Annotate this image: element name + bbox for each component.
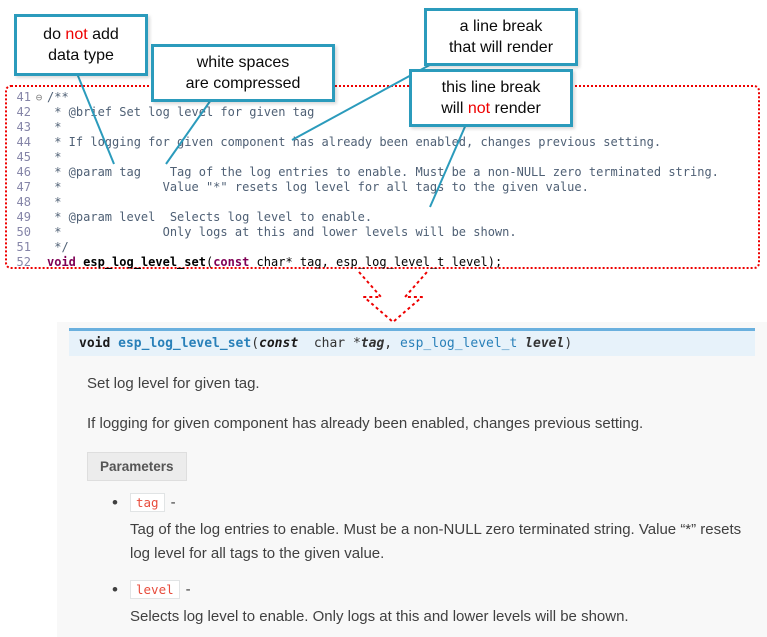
code-text: */ (47, 240, 69, 254)
code-text: * If logging for given component has alr… (47, 135, 662, 149)
callout-text: are compressed (185, 75, 301, 92)
param-dash: - (170, 494, 176, 511)
description-text: If logging for given component has alrea… (87, 414, 644, 432)
fold-gutter (31, 150, 47, 165)
fold-gutter (31, 105, 47, 120)
callout-no-datatype: do not add data type (14, 14, 148, 76)
fold-gutter (31, 195, 47, 210)
param-description: Tag of the log entries to enable. Must b… (130, 521, 742, 562)
line-number: 45 (16, 150, 31, 164)
code-line: 47 * Value "*" resets log level for all … (7, 180, 758, 195)
fold-gutter (31, 225, 47, 240)
fold-gutter (31, 120, 47, 135)
fold-gutter (31, 165, 47, 180)
parameters-label: Parameters (87, 452, 187, 481)
callout-text: white spaces (196, 53, 290, 71)
callout-text: do not add (43, 25, 119, 43)
line-number: 42 (16, 105, 31, 119)
code-line: 51 */ (7, 240, 758, 255)
fold-gutter (31, 210, 47, 225)
fold-gutter (31, 135, 47, 150)
code-lines: 41⊖/**42 * @brief Set log level for give… (7, 90, 758, 270)
line-number: 51 (16, 240, 31, 254)
line-number: 48 (16, 195, 31, 209)
line-number: 50 (16, 225, 31, 239)
code-line: 50 * Only logs at this and lower levels … (7, 225, 758, 240)
render-arrow-icon (358, 271, 428, 323)
code-text: * @brief Set log level for given tag (47, 105, 315, 119)
code-text: * (47, 195, 62, 209)
code-line: 45 * (7, 150, 758, 165)
callout-text: will not render (441, 100, 541, 117)
brief-text: Set log level for given tag. (87, 375, 260, 392)
code-text: /** (47, 90, 69, 104)
callout-linebreak-render: a line break that will render (424, 8, 578, 66)
code-line: 42 * @brief Set log level for given tag (7, 105, 758, 120)
source-code-editor: 41⊖/**42 * @brief Set log level for give… (5, 85, 760, 269)
fold-gutter (31, 255, 47, 270)
line-number: 46 (16, 165, 31, 179)
line-number: 44 (16, 135, 31, 149)
callout-text: that will render (448, 39, 554, 56)
param-name-chip: tag (130, 493, 165, 512)
callout-text: this line break (441, 78, 541, 96)
code-line: 43 * (7, 120, 758, 135)
code-line: 48 * (7, 195, 758, 210)
code-line: 46 * @param tag Tag of the log entries t… (7, 165, 758, 180)
code-text: * Only logs at this and lower levels wil… (47, 225, 517, 239)
rendered-docs-panel: void esp_log_level_set(const char *tag, … (57, 322, 767, 637)
line-number: 41 (16, 90, 31, 104)
param-item-level: level- Selects log level to enable. Only… (112, 580, 757, 629)
fold-collapse-icon[interactable]: ⊖ (35, 91, 43, 104)
code-text: * @param tag Tag of the log entries to e… (47, 165, 719, 179)
function-signature: void esp_log_level_set(const char *tag, … (69, 328, 755, 356)
param-name-chip: level (130, 580, 180, 599)
line-number: 52 (16, 255, 31, 269)
code-line: 41 ⊖ /** (7, 90, 758, 105)
code-line: 52 void esp_log_level_set(const char* tag… (7, 255, 758, 270)
fold-gutter (31, 240, 47, 255)
code-text: * (47, 150, 62, 164)
line-number: 49 (16, 210, 31, 224)
fold-gutter (31, 180, 47, 195)
param-item-tag: tag- Tag of the log entries to enable. M… (112, 493, 757, 566)
code-text: * Value "*" resets log level for all tag… (47, 180, 589, 194)
param-dash: - (185, 581, 191, 598)
line-number: 47 (16, 180, 31, 194)
callout-text: a line break (459, 17, 543, 35)
code-line: 49 * @param level Selects log level to e… (7, 210, 758, 225)
callout-whitespace: white spaces are compressed (151, 44, 335, 102)
line-number: 43 (16, 120, 31, 134)
code-text: void esp_log_level_set(const char* tag, … (47, 255, 503, 269)
param-description: Selects log level to enable. Only logs a… (130, 608, 629, 625)
callout-linebreak-norender: this line break will not render (409, 69, 573, 127)
code-text: * (47, 120, 62, 134)
code-line: 44 * If logging for given component has … (7, 135, 758, 150)
code-text: * @param level Selects log level to enab… (47, 210, 373, 224)
callout-text: data type (48, 47, 114, 64)
parameter-list: tag- Tag of the log entries to enable. M… (112, 493, 757, 629)
